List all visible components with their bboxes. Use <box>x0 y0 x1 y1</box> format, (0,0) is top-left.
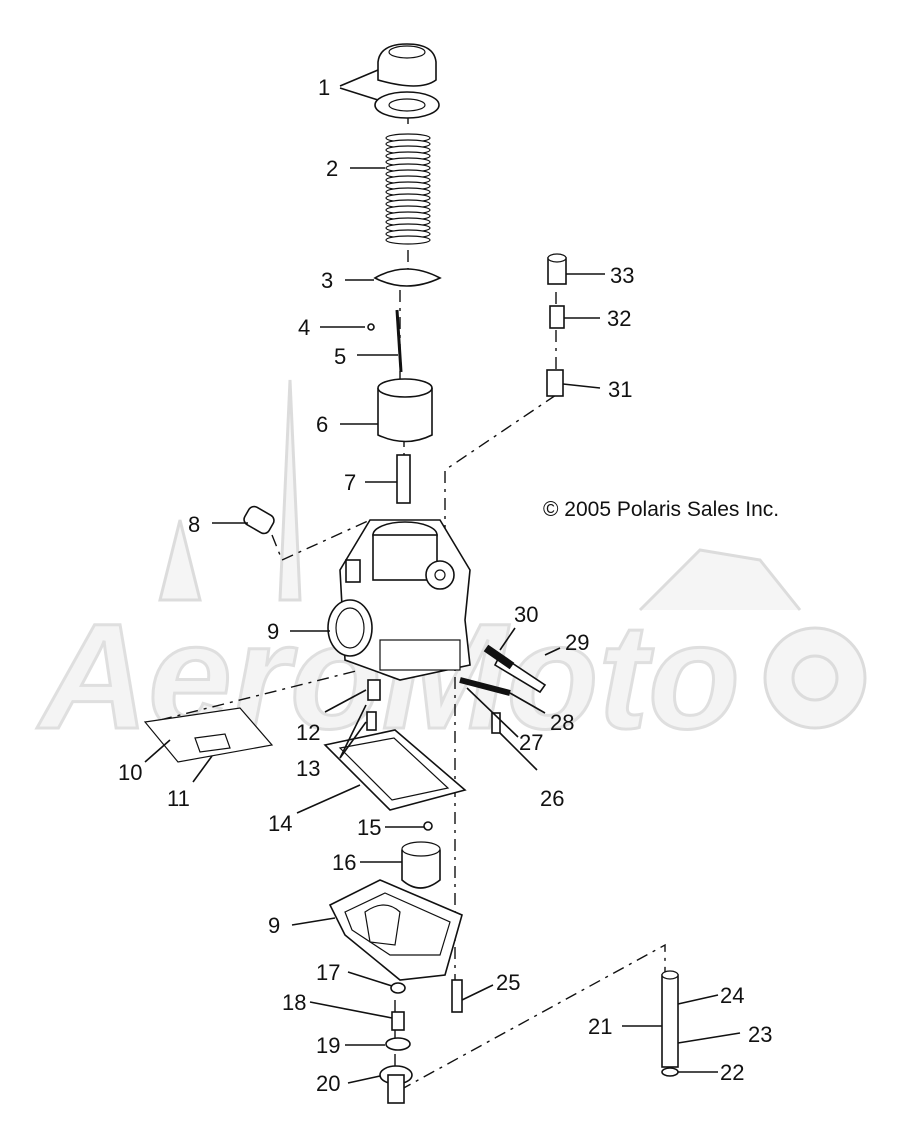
part-throttle-slide <box>377 378 433 443</box>
part-plug-18 <box>391 1011 405 1031</box>
callout-21: 21 <box>588 1014 612 1039</box>
callout-24: 24 <box>720 983 744 1008</box>
callout-6: 6 <box>316 412 328 437</box>
callout-1: 1 <box>318 75 330 100</box>
part-pin-15 <box>423 821 433 831</box>
callout-17: 17 <box>316 960 340 985</box>
callout-9-top: 9 <box>267 619 279 644</box>
part-needle-valve-seat <box>366 711 377 731</box>
part-needle-valve <box>367 679 381 701</box>
callout-25: 25 <box>496 970 520 995</box>
part-cap <box>374 43 440 119</box>
callout-9-bottom: 9 <box>268 913 280 938</box>
spring-coil <box>385 235 431 245</box>
callout-4: 4 <box>298 315 310 340</box>
watermark-skyline <box>158 379 302 602</box>
part-tube-assembly <box>661 970 679 1077</box>
part-spring <box>385 133 431 245</box>
part-screw-26 <box>491 712 501 734</box>
part-needle <box>395 309 403 373</box>
callout-30: 30 <box>514 602 538 627</box>
part-float-arm-pin <box>194 733 231 753</box>
callout-28: 28 <box>550 710 574 735</box>
callout-16: 16 <box>332 850 356 875</box>
part-pilot-screw <box>459 677 511 696</box>
callout-8: 8 <box>188 512 200 537</box>
callout-19: 19 <box>316 1033 340 1058</box>
part-main-jet <box>396 454 411 504</box>
callout-18: 18 <box>282 990 306 1015</box>
callout-15: 15 <box>357 815 381 840</box>
part-plate <box>373 268 442 287</box>
callout-20: 20 <box>316 1071 340 1096</box>
part-float <box>401 841 441 889</box>
callout-2: 2 <box>326 156 338 181</box>
part-vent-cap <box>243 505 275 535</box>
callout-11: 11 <box>167 786 190 811</box>
callout-31: 31 <box>608 377 632 402</box>
callout-3: 3 <box>321 268 333 293</box>
part-carburetor-body <box>327 519 471 681</box>
callout-33: 33 <box>610 263 634 288</box>
copyright-notice: © 2005 Polaris Sales Inc. <box>543 498 779 521</box>
callout-7: 7 <box>344 470 356 495</box>
part-float-bowl <box>328 879 463 981</box>
part-o-ring-19 <box>385 1037 411 1051</box>
callout-5: 5 <box>334 344 346 369</box>
part-drain-plug-20 <box>379 1065 413 1104</box>
watermark-bike <box>638 548 802 612</box>
leader-lines <box>144 69 741 1084</box>
part-adjuster-31 <box>546 369 564 397</box>
part-cable-adjuster <box>546 253 567 397</box>
callout-labels: 1 2 3 4 5 6 7 8 9 10 11 12 13 14 15 16 9… <box>118 75 772 1096</box>
part-washer-17 <box>390 982 406 994</box>
callout-27: 27 <box>519 730 543 755</box>
part-gasket-plate <box>143 707 274 763</box>
callout-29: 29 <box>565 630 589 655</box>
callout-22: 22 <box>720 1060 744 1085</box>
part-spring-30 <box>483 644 515 670</box>
callout-32: 32 <box>607 306 631 331</box>
callout-12: 12 <box>296 720 320 745</box>
part-screw-25 <box>451 979 463 1013</box>
callout-14: 14 <box>268 811 292 836</box>
callout-10: 10 <box>118 760 142 785</box>
callout-13: 13 <box>296 756 320 781</box>
part-clip <box>367 323 375 331</box>
part-spring-32 <box>549 305 565 329</box>
callout-26: 26 <box>540 786 564 811</box>
callout-23: 23 <box>748 1022 772 1047</box>
